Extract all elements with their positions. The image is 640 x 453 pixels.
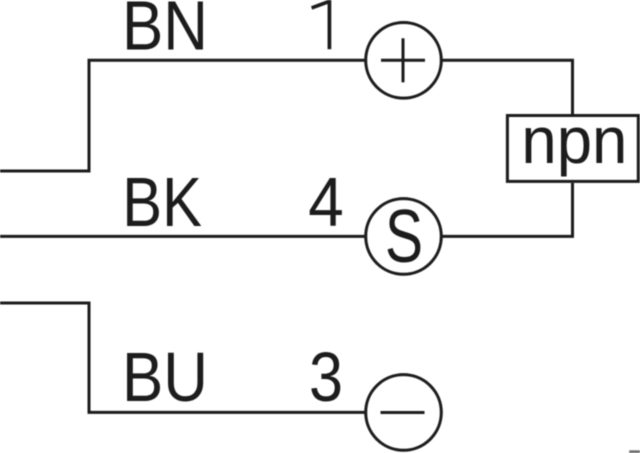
svg-text:BK: BK	[122, 163, 202, 241]
svg-text:npn: npn	[521, 104, 627, 177]
svg-text:BU: BU	[122, 338, 208, 416]
svg-text:S: S	[385, 194, 423, 278]
svg-text:4: 4	[308, 163, 344, 241]
svg-text:3: 3	[309, 338, 343, 416]
svg-text:BN: BN	[122, 0, 208, 65]
